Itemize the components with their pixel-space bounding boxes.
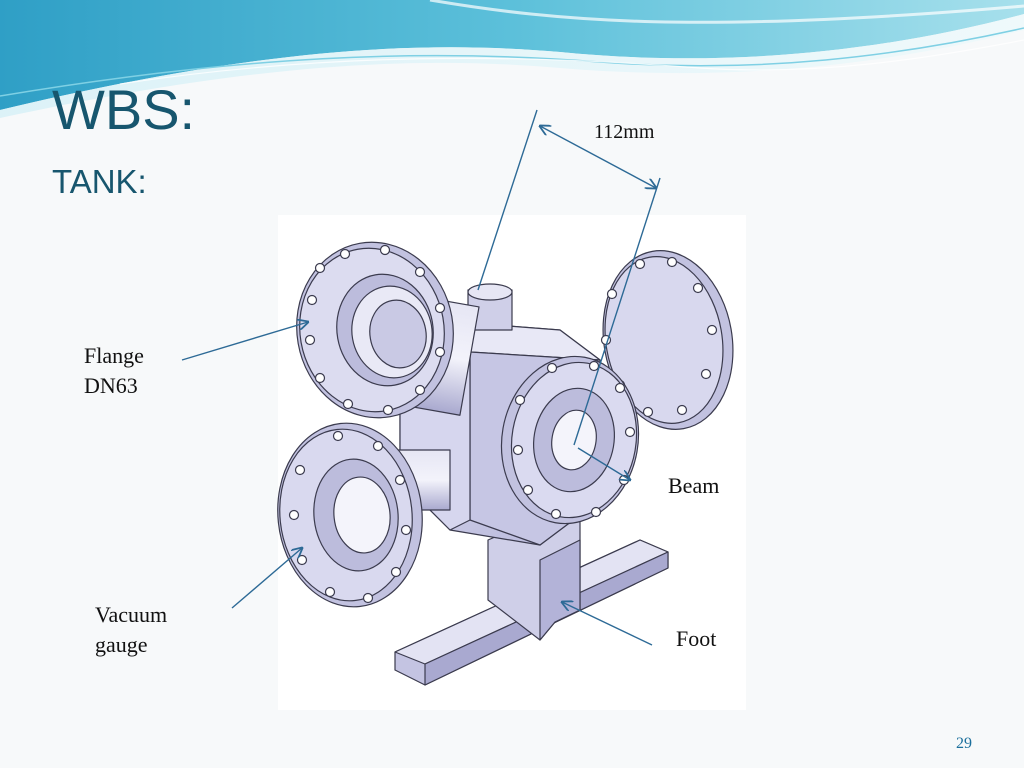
beam-flange: [500, 355, 640, 525]
rear-right-flange: [600, 250, 734, 430]
dimension-arrow: [540, 126, 656, 188]
wave-header-decoration: [0, 0, 1024, 118]
flange-arrow: [181, 322, 308, 361]
flange-dn63: [296, 241, 480, 419]
dimension-extension-right: [573, 177, 661, 446]
vacuum-gauge-label: Vacuum gauge: [95, 600, 167, 660]
beam-arrow: [577, 447, 630, 480]
vacuum-gauge-flange: [277, 422, 423, 608]
foot-arrow: [562, 602, 653, 646]
dimension-label: 112mm: [594, 121, 655, 143]
slide-subtitle: TANK:: [52, 163, 147, 200]
slide-title: WBS:: [52, 78, 196, 141]
flange-label-line-2: DN63: [84, 373, 138, 398]
vacuum-gauge-label-line-2: gauge: [95, 632, 148, 657]
dimension-extension-left: [477, 109, 538, 291]
flange-label-line-1: Flange: [84, 343, 144, 368]
foot: [394, 499, 669, 686]
foot-label: Foot: [676, 626, 717, 651]
vacuum-gauge-label-line-1: Vacuum: [95, 602, 168, 627]
vacuum-gauge-arrow: [231, 548, 302, 609]
page-number: 29: [956, 735, 972, 752]
flange-label: Flange DN63: [84, 341, 144, 401]
beam-label: Beam: [668, 473, 720, 498]
